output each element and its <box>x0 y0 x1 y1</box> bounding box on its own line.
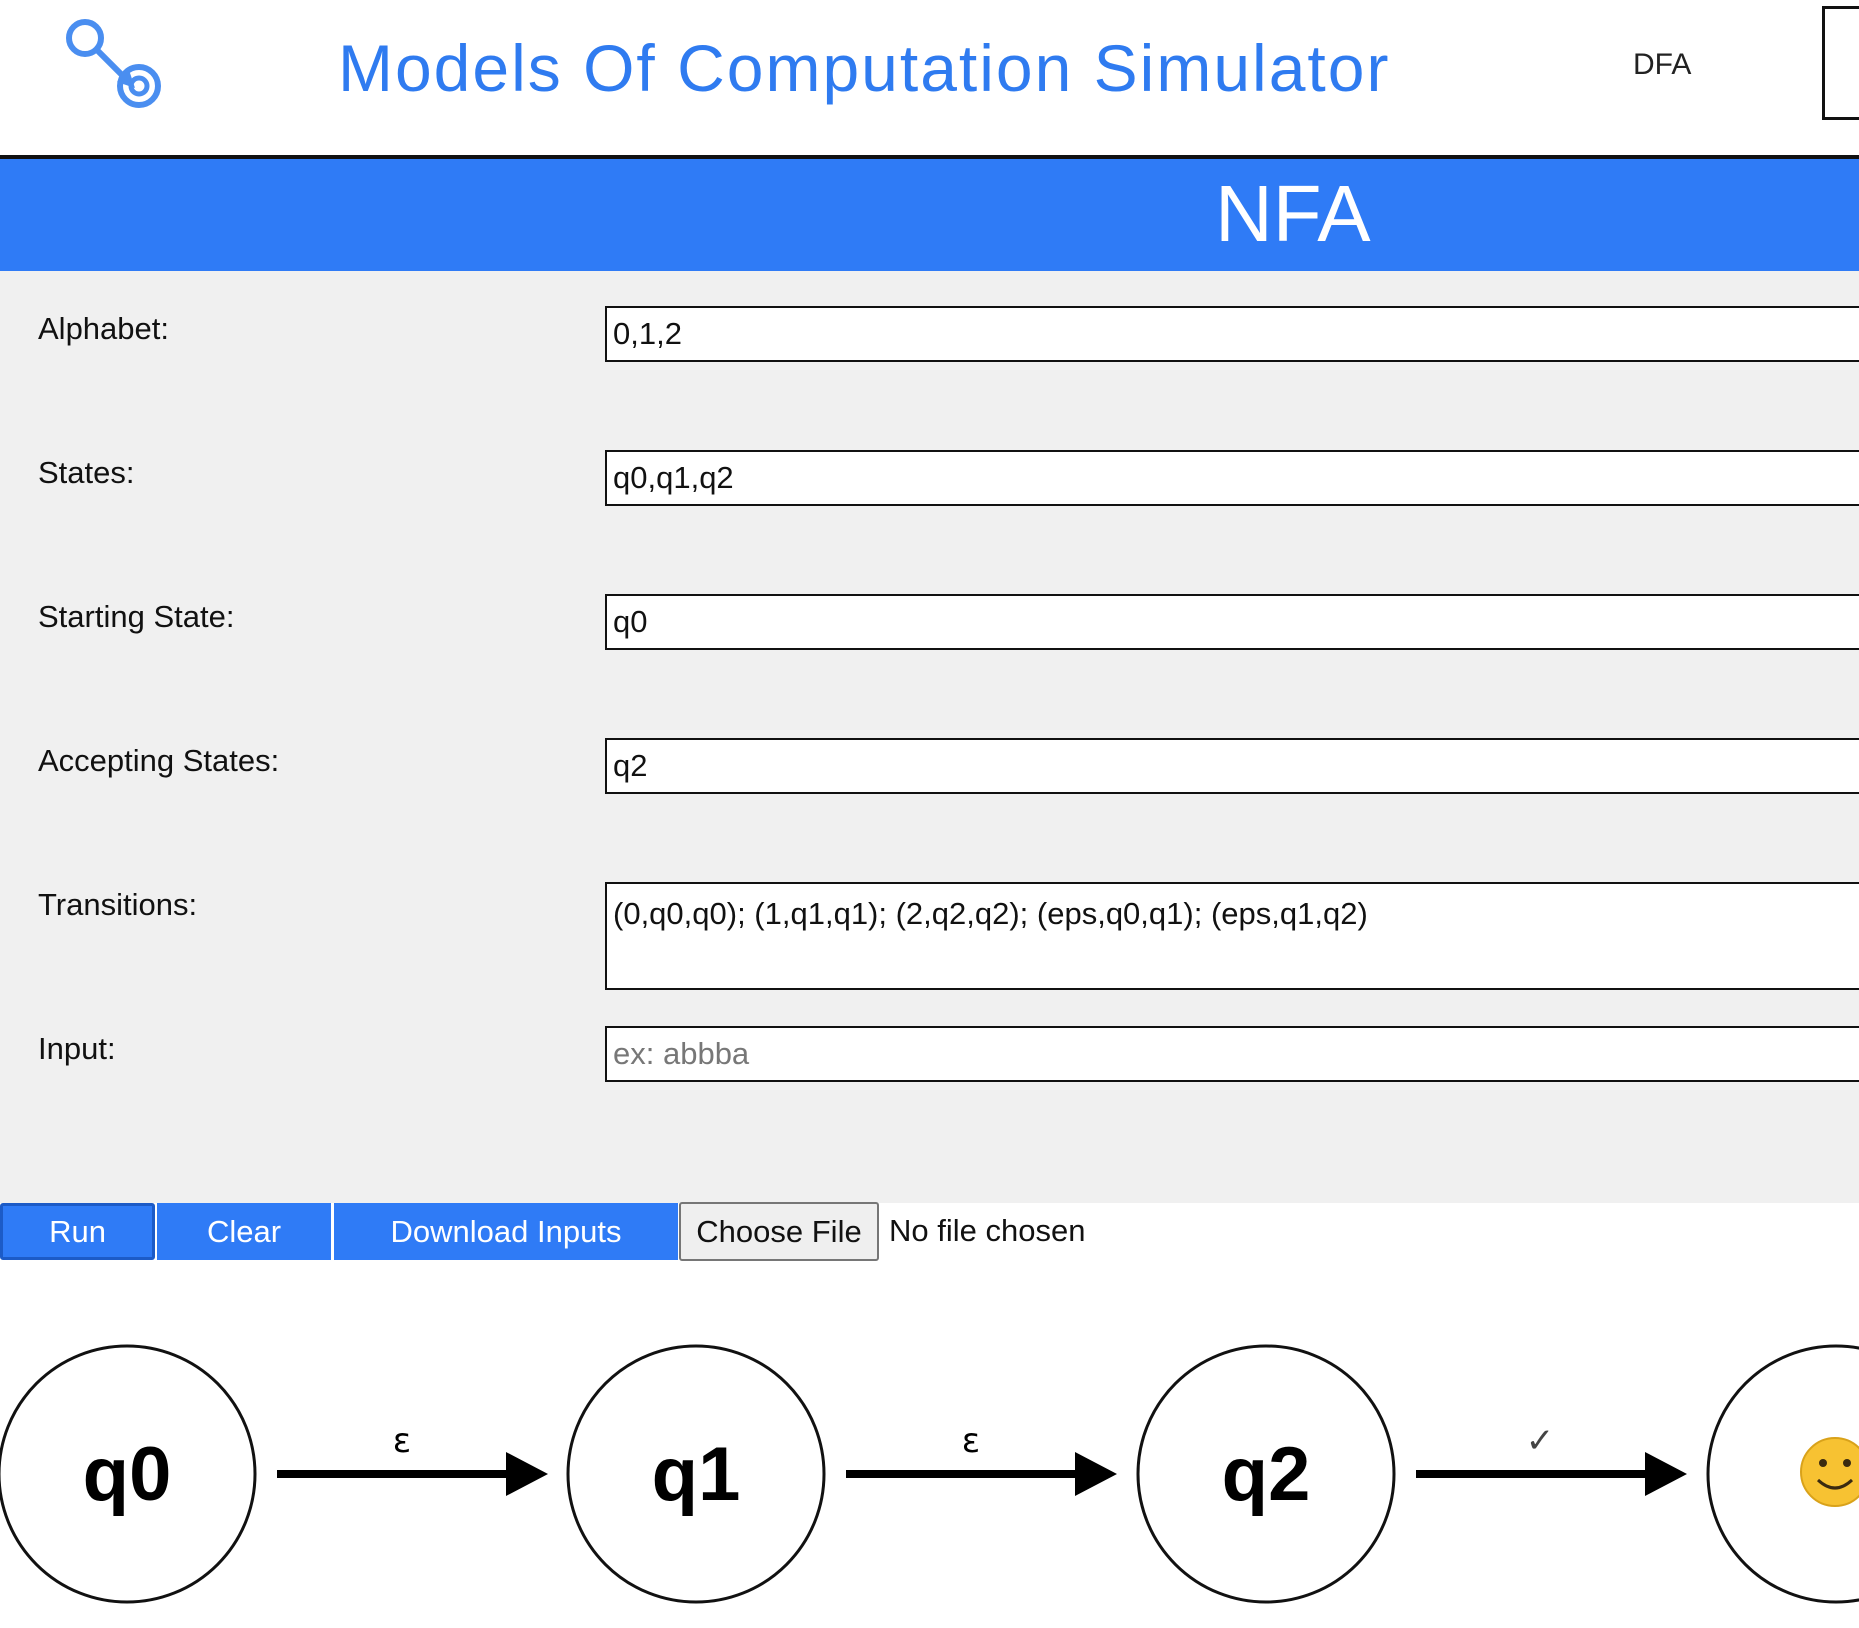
transition-edge: ε <box>846 1421 1117 1496</box>
accepting-states-label: Accepting States: <box>38 743 280 778</box>
transition-edge: ε <box>277 1421 548 1496</box>
arrowhead-icon <box>1645 1452 1687 1496</box>
edge-label: ε <box>962 1421 980 1461</box>
app-header: Models Of Computation Simulator DFA <box>0 0 1859 159</box>
download-inputs-button[interactable]: Download Inputs <box>334 1203 678 1260</box>
transition-edge: ✓ <box>1416 1421 1687 1496</box>
states-label: States: <box>38 455 135 490</box>
mode-banner: NFA <box>0 159 1859 271</box>
starting-state-input[interactable] <box>605 594 1859 650</box>
banner-title: NFA <box>1215 169 1371 258</box>
state-label: q2 <box>1222 1432 1311 1517</box>
alphabet-input[interactable] <box>605 306 1859 362</box>
choose-file-button[interactable]: Choose File <box>679 1202 879 1261</box>
alphabet-label: Alphabet: <box>38 311 169 346</box>
arrowhead-icon <box>506 1452 548 1496</box>
checkmark-icon: ✓ <box>1526 1421 1555 1461</box>
input-string-field[interactable] <box>605 1026 1859 1082</box>
nav-toggle-box[interactable] <box>1822 6 1859 120</box>
clear-button[interactable]: Clear <box>157 1203 331 1260</box>
smiley-face-icon <box>1800 1437 1859 1507</box>
file-status-text: No file chosen <box>889 1213 1086 1248</box>
input-label: Input: <box>38 1031 116 1066</box>
state-label: q1 <box>652 1432 741 1517</box>
state-node-q0: q0 <box>0 1344 257 1604</box>
accepting-states-input[interactable] <box>605 738 1859 794</box>
transitions-textarea[interactable] <box>605 882 1859 990</box>
run-button[interactable]: Run <box>0 1203 155 1260</box>
state-node-q1: q1 <box>566 1344 826 1604</box>
automaton-form: Alphabet: States: Starting State: Accept… <box>0 271 1859 1203</box>
result-node <box>1706 1344 1859 1604</box>
nfa-trace-diagram: q0 ε q1 ε q2 ✓ <box>0 1344 1859 1604</box>
states-input[interactable] <box>605 450 1859 506</box>
edge-label: ε <box>393 1421 411 1461</box>
nav-link-dfa[interactable]: DFA <box>1633 48 1692 81</box>
state-node-q2: q2 <box>1136 1344 1396 1604</box>
app-title: Models Of Computation Simulator <box>338 31 1391 105</box>
starting-state-label: Starting State: <box>38 599 235 634</box>
transitions-label: Transitions: <box>38 887 198 922</box>
automaton-logo-icon[interactable] <box>55 10 175 110</box>
state-label: q0 <box>83 1432 172 1517</box>
arrowhead-icon <box>1075 1452 1117 1496</box>
